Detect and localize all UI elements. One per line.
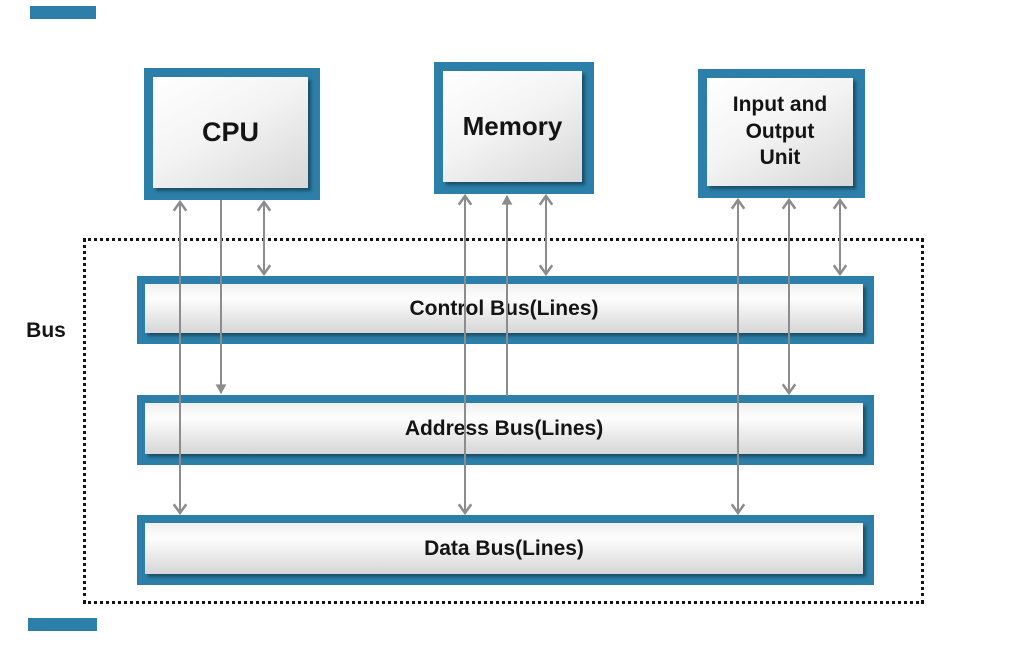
control-bus-bar: Control Bus(Lines): [137, 276, 874, 344]
io-unit-label-line3: Unit: [759, 146, 801, 170]
address-bus-label: Address Bus(Lines): [404, 416, 604, 440]
bus-region-dotted-outline: [83, 238, 924, 604]
memory-box: Memory: [434, 62, 594, 194]
cpu-box-inner: CPU: [153, 77, 308, 188]
cpu-box: CPU: [144, 68, 320, 200]
io-unit-label: Input and Output Unit: [733, 92, 827, 173]
address-bus-bar-inner: Address Bus(Lines): [145, 403, 863, 454]
address-bus-bar: Address Bus(Lines): [137, 395, 874, 465]
control-bus-label: Control Bus(Lines): [409, 296, 599, 320]
io-unit-label-line2: Output: [745, 119, 815, 143]
control-bus-bar-inner: Control Bus(Lines): [145, 284, 863, 333]
decor-bar-top-left: [30, 6, 96, 19]
bus-group-label: Bus: [26, 319, 66, 342]
io-unit-box: Input and Output Unit: [698, 69, 865, 198]
data-bus-label: Data Bus(Lines): [424, 536, 584, 560]
io-unit-label-line1: Input and: [732, 92, 828, 116]
io-unit-box-inner: Input and Output Unit: [707, 78, 853, 186]
data-bus-bar-inner: Data Bus(Lines): [145, 523, 863, 574]
memory-label: Memory: [462, 110, 563, 141]
decor-bar-bottom-left: [28, 618, 97, 631]
cpu-label: CPU: [201, 117, 259, 148]
memory-box-inner: Memory: [443, 71, 582, 182]
data-bus-bar: Data Bus(Lines): [137, 515, 874, 585]
